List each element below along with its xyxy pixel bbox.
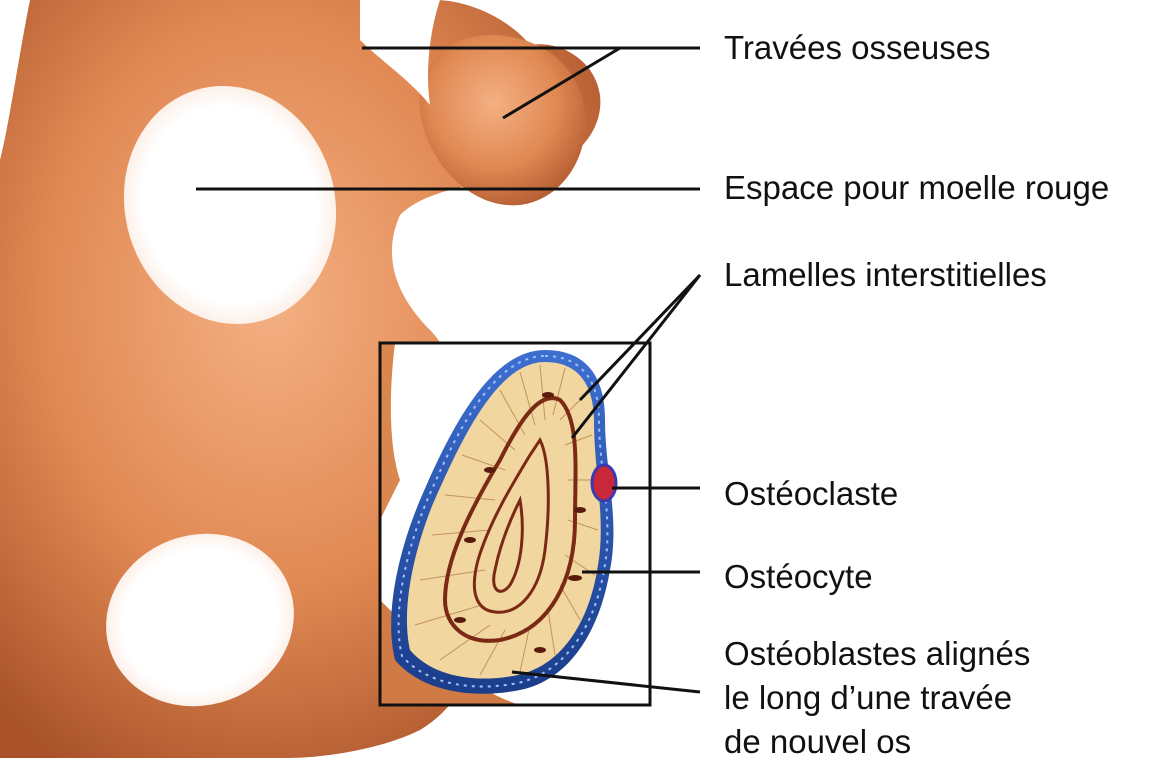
osteoclast-cell [592, 465, 616, 501]
section-box [380, 343, 650, 705]
label-osteoblastes-line-3: de nouvel os [724, 720, 1030, 764]
label-osteoblastes: Ostéoblastes alignés le long d’une travé… [724, 632, 1030, 764]
label-osteocyte: Ostéocyte [724, 557, 873, 597]
label-osteoclaste: Ostéoclaste [724, 474, 898, 514]
label-osteoblastes-line-1: Ostéoblastes alignés [724, 632, 1030, 676]
label-travees-osseuses: Travées osseuses [724, 28, 991, 68]
label-lamelles-interstitielles: Lamelles interstitielles [724, 255, 1047, 295]
label-espace-moelle-rouge: Espace pour moelle rouge [724, 168, 1109, 208]
label-osteoblastes-line-2: le long d’une travée [724, 676, 1030, 720]
